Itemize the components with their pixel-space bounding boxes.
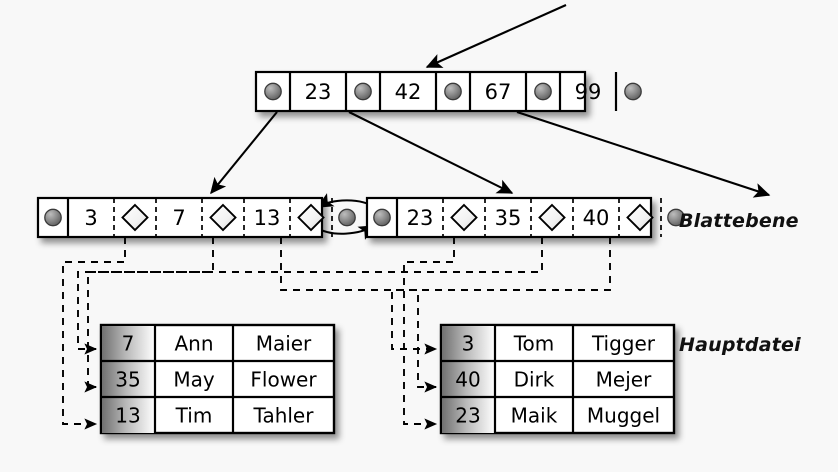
leaf-node-left-data-pointer-4[interactable] xyxy=(209,203,237,232)
hauptdatei-table-right-row-0-first-name: Tom xyxy=(513,332,555,356)
hauptdatei-table-left-key-cell-bg-0 xyxy=(102,326,155,361)
leaf-node-right-data-pointer-4[interactable] xyxy=(538,203,566,232)
leaf-node-left-data-pointer-2[interactable] xyxy=(121,203,149,232)
hauptdatei-table-right-row-2-last-name: Muggel xyxy=(587,404,660,428)
arrow-leaf-next xyxy=(314,225,376,240)
hauptdatei-table-left-row-1-first-name: May xyxy=(173,368,215,392)
leaf-node-left-key-1: 3 xyxy=(84,206,97,230)
pointer-link-r1 xyxy=(403,237,455,430)
leaf-node-left[interactable]: 3 7 13 xyxy=(36,196,356,239)
label-hauptdatei: Hauptdatei xyxy=(679,334,801,356)
hauptdatei-table-right-key-cell-bg-1 xyxy=(442,362,495,397)
label-blattebene: Blattebene xyxy=(679,210,799,232)
hauptdatei-table-right-row-0-key: 3 xyxy=(462,332,475,356)
leaf-node-right-frame xyxy=(365,196,653,239)
hauptdatei-table-right-row-0-last-name: Tigger xyxy=(591,332,656,356)
root-node-key-5: 67 xyxy=(485,80,512,104)
arrow-root-to-left-leaf xyxy=(210,111,278,195)
arrow-incoming-root xyxy=(425,4,567,68)
leaf-node-left-pointer-7[interactable] xyxy=(338,208,356,227)
hauptdatei-table-left-row-0-first-name: Ann xyxy=(174,332,213,356)
pointer-link-group xyxy=(62,237,611,430)
leaf-node-right-data-pointer-2[interactable] xyxy=(450,203,478,232)
leaf-node-right-key-1: 23 xyxy=(407,206,434,230)
leaf-node-right-pointer-0[interactable] xyxy=(373,208,391,227)
hauptdatei-table-left-key-cell-bg-1 xyxy=(102,362,155,397)
hauptdatei-table-right-row-1-last-name: Mejer xyxy=(596,368,652,392)
hauptdatei-table-right[interactable]: 3 Tom Tigger 40 Dirk Mejer 23 Maik Muggel xyxy=(439,323,676,435)
leaf-node-left-data-pointer-6[interactable] xyxy=(297,203,325,232)
hauptdatei-table-right-key-cell-bg-2 xyxy=(442,398,495,433)
hauptdatei-table-right-row-2-key: 23 xyxy=(455,404,480,428)
pointer-link-l3 xyxy=(280,237,438,393)
leaf-node-right-key-3: 35 xyxy=(495,206,522,230)
root-node-frame xyxy=(254,70,587,113)
leaf-node-right-data-pointer-6[interactable] xyxy=(626,203,654,232)
pointer-link-r3 xyxy=(391,237,611,355)
hauptdatei-table-left-row-2-first-name: Tim xyxy=(175,404,213,428)
root-node[interactable]: 23 42 67 99 xyxy=(254,70,642,113)
leaf-node-right-pointer-7[interactable] xyxy=(667,208,685,227)
hauptdatei-table-right-row-1-first-name: Dirk xyxy=(514,368,555,392)
root-node-key-7: 99 xyxy=(575,80,602,104)
hauptdatei-table-left-row-0-key: 7 xyxy=(122,332,135,356)
leaf-node-right[interactable]: 23 35 40 xyxy=(365,196,685,239)
hauptdatei-table-left[interactable]: 7 Ann Maier 35 May Flower 13 Tim Tahler xyxy=(99,323,336,435)
hauptdatei-table-right-row-1-key: 40 xyxy=(455,368,480,392)
root-node-pointer-4[interactable] xyxy=(444,82,462,101)
root-node-pointer-2[interactable] xyxy=(354,82,372,101)
arrow-root-to-right-leaf xyxy=(348,111,514,194)
hauptdatei-table-left-row-2-key: 13 xyxy=(115,404,140,428)
hauptdatei-table-right-row-2-first-name: Maik xyxy=(511,404,558,428)
arrow-root-to-outside xyxy=(516,111,771,198)
root-node-key-1: 23 xyxy=(305,80,332,104)
hauptdatei-table-left-row-1-last-name: Flower xyxy=(250,368,317,392)
leaf-node-left-key-5: 13 xyxy=(254,206,281,230)
tree-arrow-group xyxy=(210,4,771,198)
pointer-link-l1 xyxy=(62,237,126,430)
hauptdatei-table-left-key-cell-bg-2 xyxy=(102,398,155,433)
leaf-node-left-pointer-0[interactable] xyxy=(44,208,62,227)
hauptdatei-table-left-row-1-key: 35 xyxy=(115,368,140,392)
root-node-pointer-8[interactable] xyxy=(624,82,642,101)
hauptdatei-table-left-row-0-last-name: Maier xyxy=(256,332,312,356)
hauptdatei-table-left-row-2-last-name: Tahler xyxy=(253,404,315,428)
leaf-node-left-key-3: 7 xyxy=(172,206,185,230)
root-node-key-3: 42 xyxy=(395,80,422,104)
root-node-pointer-6[interactable] xyxy=(534,82,552,101)
hauptdatei-table-right-key-cell-bg-0 xyxy=(442,326,495,361)
root-node-pointer-0[interactable] xyxy=(264,82,282,101)
leaf-node-right-key-5: 40 xyxy=(583,206,610,230)
pointer-link-l2 xyxy=(77,237,214,355)
